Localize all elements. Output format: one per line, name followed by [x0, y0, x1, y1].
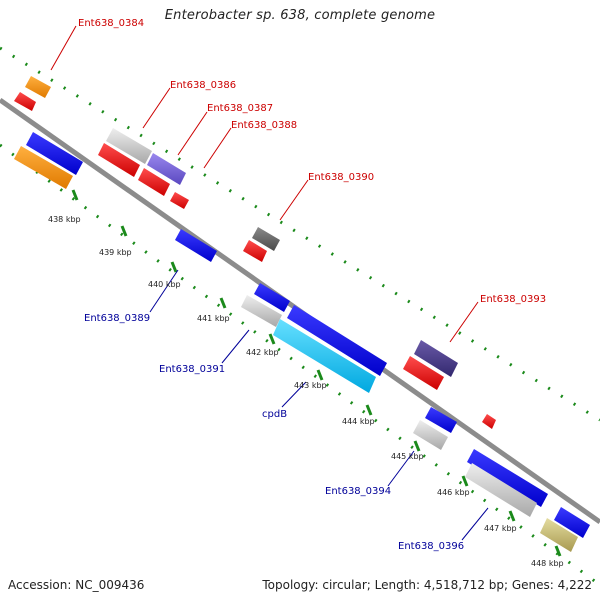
- kbp-tick: [365, 404, 373, 416]
- kbp-tick-label: 447 kbp: [484, 524, 517, 533]
- kbp-tick-label: 439 kbp: [99, 248, 132, 257]
- kbp-tick: [120, 225, 128, 237]
- gene-ent638-0389-blue: [175, 229, 217, 262]
- gene-blue-438: [26, 132, 83, 175]
- gene-red-0390: [243, 240, 267, 262]
- leader-ent638-0394: [387, 450, 415, 487]
- gene-red-tiny: [482, 414, 496, 429]
- leader-ent638-0391: [221, 329, 250, 364]
- gene-cpdb-cyan: [273, 319, 376, 393]
- kbp-tick: [170, 261, 178, 273]
- gene-red-0388b: [138, 168, 170, 196]
- kbp-tick: [508, 510, 516, 522]
- gene-label-bottom: cpdB: [262, 409, 287, 420]
- kbp-tick-label: 441 kbp: [197, 314, 230, 323]
- kbp-tick: [219, 297, 227, 309]
- gene-label-bottom: Ent638_0394: [325, 486, 391, 497]
- reverse-strand-genes: [14, 132, 590, 552]
- gene-blue-446: [467, 449, 548, 507]
- gene-ent638-0396-grey: [465, 463, 537, 517]
- leader-ent638-0393: [449, 301, 479, 343]
- leader-ent638-0390: [279, 179, 309, 221]
- gene-red-0388c: [170, 192, 189, 209]
- gene-label-top: Ent638_0390: [308, 172, 374, 183]
- kbp-tick: [413, 440, 421, 452]
- leader-ent638-0389: [149, 269, 179, 313]
- gene-blue-448: [554, 507, 590, 538]
- accession-label: Accession: NC_009436: [8, 578, 145, 592]
- gene-ent638-0394-grey: [413, 420, 448, 450]
- leader-cpdb: [281, 381, 307, 408]
- gene-label-top: Ent638_0388: [231, 120, 297, 131]
- gene-blue-445: [425, 407, 457, 433]
- kbp-tick-label: 443 kbp: [294, 381, 327, 390]
- kbp-tick-label: 440 kbp: [148, 280, 181, 289]
- gene-label-bottom: Ent638_0396: [398, 541, 464, 552]
- gene-red-0393: [403, 356, 444, 390]
- gene-red-small: [14, 92, 36, 111]
- kbp-tick: [554, 545, 562, 557]
- gene-red-0388a: [98, 143, 140, 177]
- gene-ent638-0393-navy: [414, 340, 458, 377]
- leader-ent638-0388: [203, 127, 232, 169]
- leader-ent638-0387: [177, 111, 208, 156]
- kbp-tick-label: 448 kbp: [531, 559, 564, 568]
- gene-blue-441b: [287, 305, 387, 376]
- gene-label-top: Ent638_0386: [170, 80, 236, 91]
- kbp-tick-label: 446 kbp: [437, 488, 470, 497]
- gene-orange-438: [14, 146, 73, 189]
- kbp-tick-label: 438 kbp: [48, 215, 81, 224]
- gene-label-top: Ent638_0384: [78, 18, 144, 29]
- kbp-tick-label: 444 kbp: [342, 417, 375, 426]
- kbp-tick: [316, 369, 324, 381]
- leader-ent638-0396: [461, 507, 489, 541]
- gene-label-top: Ent638_0387: [207, 103, 273, 114]
- outer-tick-ring: [0, 46, 600, 422]
- kbp-tick: [268, 333, 276, 345]
- gene-label-bottom: Ent638_0389: [84, 313, 150, 324]
- gene-label-bottom: Ent638_0391: [159, 364, 225, 375]
- kbp-tick-label: 442 kbp: [246, 348, 279, 357]
- label-leader-lines: [50, 25, 489, 541]
- gene-ent638-0387-purple: [147, 153, 186, 185]
- forward-strand-genes: [14, 76, 496, 429]
- gene-blue-441a: [254, 283, 290, 312]
- gene-ent638-0384-orange: [25, 76, 51, 98]
- leader-ent638-0386: [142, 87, 171, 129]
- kbp-tick: [461, 475, 469, 487]
- genome-summary-label: Topology: circular; Length: 4,518,712 bp…: [262, 578, 592, 592]
- map-title: Enterobacter sp. 638, complete genome: [164, 8, 436, 23]
- leader-ent638-0384: [50, 25, 77, 71]
- gene-ent638-0386-grey: [106, 128, 152, 164]
- gene-label-top: Ent638_0393: [480, 294, 546, 305]
- gene-khaki-448: [540, 518, 578, 552]
- kbp-tick: [71, 189, 79, 201]
- kbp-tick-label: 445 kbp: [391, 452, 424, 461]
- gene-ent638-0391-grey: [241, 295, 282, 327]
- kbp-tick-marks: [71, 189, 562, 557]
- gene-ent638-0390-dgrey: [252, 227, 280, 251]
